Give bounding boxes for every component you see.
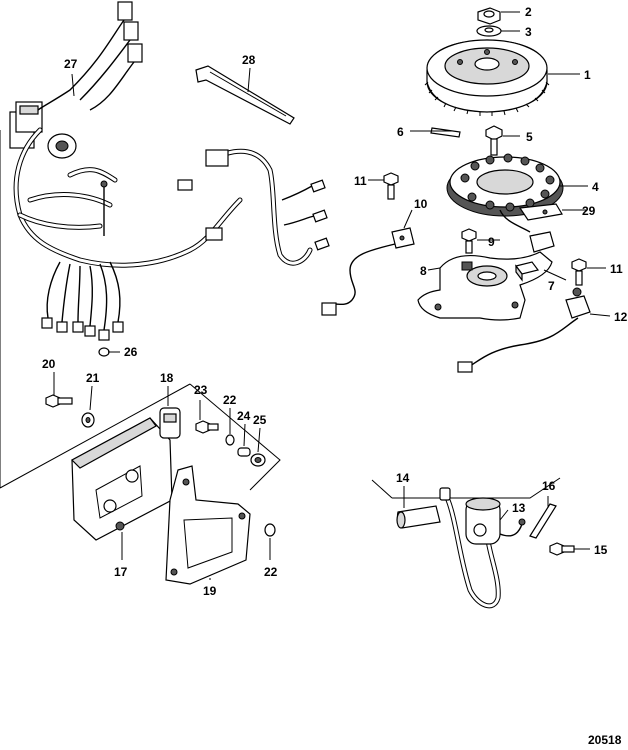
washer-lower bbox=[264, 523, 276, 537]
callout-11-right: 11 bbox=[610, 262, 623, 276]
callout-12: 12 bbox=[614, 310, 628, 324]
mounting-bracket bbox=[165, 465, 251, 585]
trigger-sensor bbox=[321, 227, 415, 316]
flywheel bbox=[424, 39, 550, 116]
stator-bracket bbox=[518, 203, 563, 221]
solenoid-screw bbox=[549, 542, 575, 556]
ignition-module bbox=[71, 417, 173, 541]
callout-3: 3 bbox=[525, 25, 532, 39]
callout-6: 6 bbox=[397, 125, 404, 139]
screw-right bbox=[571, 258, 587, 286]
module-connector bbox=[159, 407, 181, 439]
spacer-block bbox=[514, 261, 540, 282]
callout-7: 7 bbox=[548, 279, 555, 293]
callout-29: 29 bbox=[582, 204, 596, 218]
wiring-harness bbox=[9, 1, 330, 341]
callout-13: 13 bbox=[512, 501, 526, 515]
washer-upper bbox=[225, 434, 235, 446]
small-grommet bbox=[98, 347, 110, 357]
callout-22-lower: 22 bbox=[264, 565, 278, 579]
callout-9: 9 bbox=[488, 235, 495, 249]
screw-bracket bbox=[195, 420, 219, 434]
callout-28: 28 bbox=[242, 53, 256, 67]
callout-4: 4 bbox=[592, 180, 599, 194]
callout-27: 27 bbox=[64, 57, 78, 71]
screw-trigger bbox=[383, 172, 399, 200]
flywheel-key bbox=[430, 127, 461, 138]
callout-25: 25 bbox=[253, 413, 267, 427]
trigger-plate bbox=[417, 231, 555, 321]
speed-sensor bbox=[457, 287, 591, 373]
screw-module bbox=[45, 394, 73, 408]
flywheel-nut bbox=[477, 7, 501, 25]
callout-17: 17 bbox=[114, 565, 128, 579]
stator-screw bbox=[485, 125, 503, 156]
stator bbox=[446, 153, 564, 233]
washer-module bbox=[81, 412, 95, 428]
flywheel-washer bbox=[476, 25, 502, 37]
callout-23: 23 bbox=[194, 383, 208, 397]
leader-lines bbox=[53, 11, 611, 580]
callout-11-left: 11 bbox=[354, 174, 367, 188]
callout-14: 14 bbox=[396, 471, 410, 485]
solenoid-group-line bbox=[371, 477, 561, 499]
callout-8: 8 bbox=[420, 264, 427, 278]
callout-18: 18 bbox=[160, 371, 174, 385]
starter-solenoid bbox=[439, 487, 526, 609]
callout-2: 2 bbox=[525, 5, 532, 19]
callout-22-upper: 22 bbox=[223, 393, 237, 407]
callout-10: 10 bbox=[414, 197, 428, 211]
callout-26: 26 bbox=[124, 345, 138, 359]
callout-19: 19 bbox=[203, 584, 217, 598]
solenoid-boot bbox=[396, 505, 441, 529]
group-bracket-line bbox=[0, 130, 281, 491]
solenoid-bolt bbox=[529, 503, 557, 539]
callout-16: 16 bbox=[542, 479, 556, 493]
callout-21: 21 bbox=[86, 371, 100, 385]
trigger-screw bbox=[461, 228, 477, 254]
callout-5: 5 bbox=[526, 130, 533, 144]
callout-24: 24 bbox=[237, 409, 251, 423]
callout-20: 20 bbox=[42, 357, 56, 371]
callout-1: 1 bbox=[584, 68, 591, 82]
spacer bbox=[237, 447, 251, 457]
cable-tie bbox=[195, 65, 295, 125]
figure-id: 20518 bbox=[588, 733, 622, 747]
grommet-bracket bbox=[250, 453, 266, 467]
callout-15: 15 bbox=[594, 543, 608, 557]
